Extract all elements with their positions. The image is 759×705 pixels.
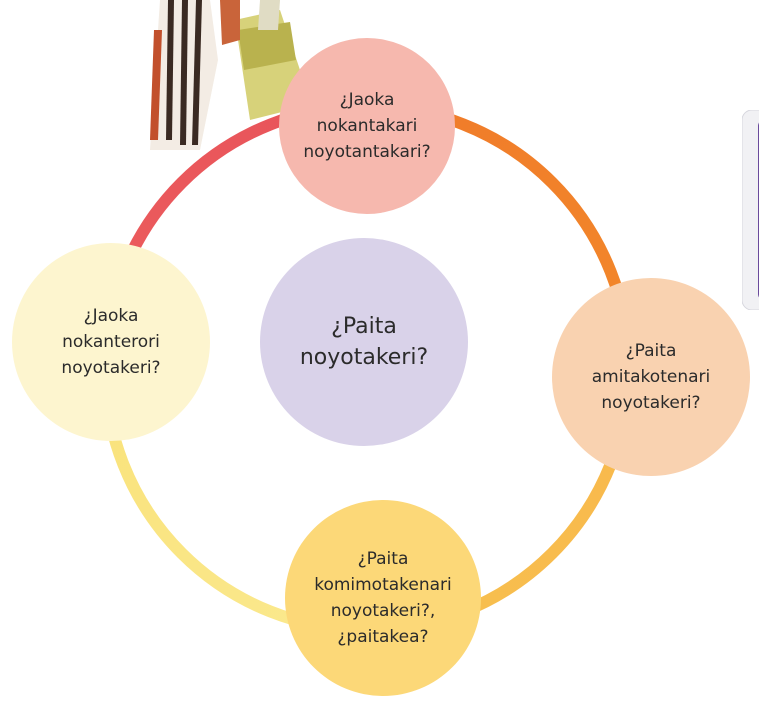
node-top: ¿Jaoka nokantakari noyotantakari? — [279, 38, 455, 214]
person-illustration — [150, 0, 300, 150]
node-top-label: ¿Jaoka nokantakari noyotantakari? — [303, 90, 431, 162]
node-left: ¿Jaoka nokanterori noyotakeri? — [12, 243, 210, 441]
node-center-label: ¿Paita noyotakeri? — [299, 314, 429, 370]
side-card-fragment — [742, 110, 759, 310]
node-left-label: ¿Jaoka nokanterori noyotakeri? — [61, 306, 161, 378]
node-bottom: ¿Paita komimotakenari noyotakeri?, ¿pait… — [285, 500, 481, 696]
node-center: ¿Paita noyotakeri? — [260, 238, 468, 446]
node-right: ¿Paita amitakotenari noyotakeri? — [552, 278, 750, 476]
node-right-label: ¿Paita amitakotenari noyotakeri? — [591, 341, 711, 413]
node-bottom-label: ¿Paita komimotakenari noyotakeri?, ¿pait… — [314, 549, 452, 647]
